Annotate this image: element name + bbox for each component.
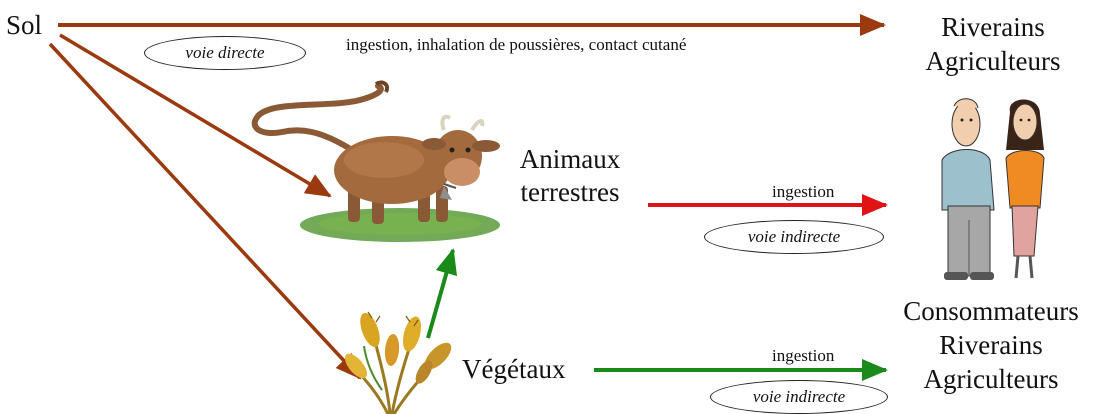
arrow-sol-to-vegetaux [50, 44, 360, 378]
vegetaux-ingestion-label: ingestion [772, 347, 834, 364]
wheat-plant-illustration [341, 310, 456, 414]
animaux-ingestion-label: ingestion [772, 183, 834, 200]
animaux-line1: Animaux [505, 146, 635, 173]
node-sol: Sol [6, 12, 42, 39]
animaux-voie-indirecte-oval: voie indirecte [704, 220, 884, 254]
target-top-line2: Agriculteurs [908, 48, 1078, 75]
target-riverains-agriculteurs: Riverains Agriculteurs [908, 14, 1078, 75]
target-top-line1: Riverains [908, 14, 1078, 41]
people-illustration [942, 99, 1044, 280]
animaux-line2: terrestres [505, 179, 635, 206]
voie-directe-oval: voie directe [144, 36, 306, 70]
target-consommateurs-riverains-agriculteurs: Consommateurs Riverains Agriculteurs [880, 298, 1102, 393]
target-bottom-line1: Consommateurs [880, 298, 1102, 325]
node-animaux-terrestres: Animaux terrestres [505, 146, 635, 206]
node-vegetaux: Végétaux [462, 356, 565, 383]
arrow-vegetaux-to-animaux [428, 250, 453, 338]
direct-route-label: ingestion, inhalation de poussières, con… [346, 36, 686, 53]
vegetaux-voie-indirecte-oval: voie indirecte [710, 380, 888, 414]
cow-illustration [255, 82, 500, 242]
target-bottom-line2: Riverains [880, 332, 1102, 359]
target-bottom-line3: Agriculteurs [880, 366, 1102, 393]
